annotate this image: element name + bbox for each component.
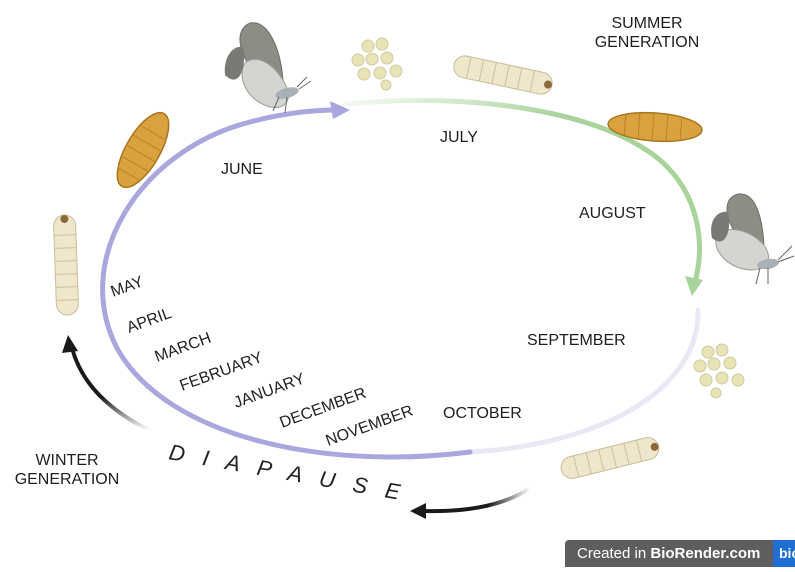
summer-generation-line1: SUMMER [583, 14, 711, 33]
diapause-arrow [425, 488, 530, 511]
winter-generation-line1: WINTER [2, 451, 132, 470]
month-january: JANUARY [232, 370, 308, 412]
month-october: OCTOBER [443, 404, 522, 423]
biorender-logo-icon: bio [773, 540, 795, 567]
month-may: MAY [109, 273, 147, 301]
winter-generation-label: WINTER GENERATION [2, 451, 132, 489]
pupa-icon [607, 110, 703, 144]
butterfly-icon [711, 194, 794, 284]
summer-generation-line2: GENERATION [583, 33, 711, 52]
month-july: JULY [440, 128, 478, 147]
larva-icon [559, 435, 661, 481]
watermark-prefix: Created in [565, 545, 650, 562]
cycle-arrowhead-green [685, 276, 703, 296]
eggs-icon [694, 344, 744, 398]
month-june: JUNE [221, 160, 263, 179]
diapause-arrowhead [410, 503, 426, 519]
month-september: SEPTEMBER [527, 331, 626, 350]
larva-icon [452, 54, 554, 96]
month-august: AUGUST [579, 204, 646, 223]
winter-generation-line2: GENERATION [2, 470, 132, 489]
cycle-arrow-purple [103, 110, 470, 457]
eggs-icon [352, 38, 402, 90]
summer-generation-label: SUMMER GENERATION [583, 14, 711, 52]
watermark-brand: BioRender.com [650, 545, 760, 562]
month-march: MARCH [153, 330, 214, 366]
winter-arrow [72, 348, 148, 430]
winter-arrowhead [62, 335, 78, 353]
butterfly-icon [225, 23, 311, 113]
month-april: APRIL [125, 305, 174, 337]
pupa-icon [107, 105, 178, 195]
biorender-watermark[interactable]: Created in BioRender.com bio [565, 540, 795, 567]
larva-icon [53, 215, 78, 316]
